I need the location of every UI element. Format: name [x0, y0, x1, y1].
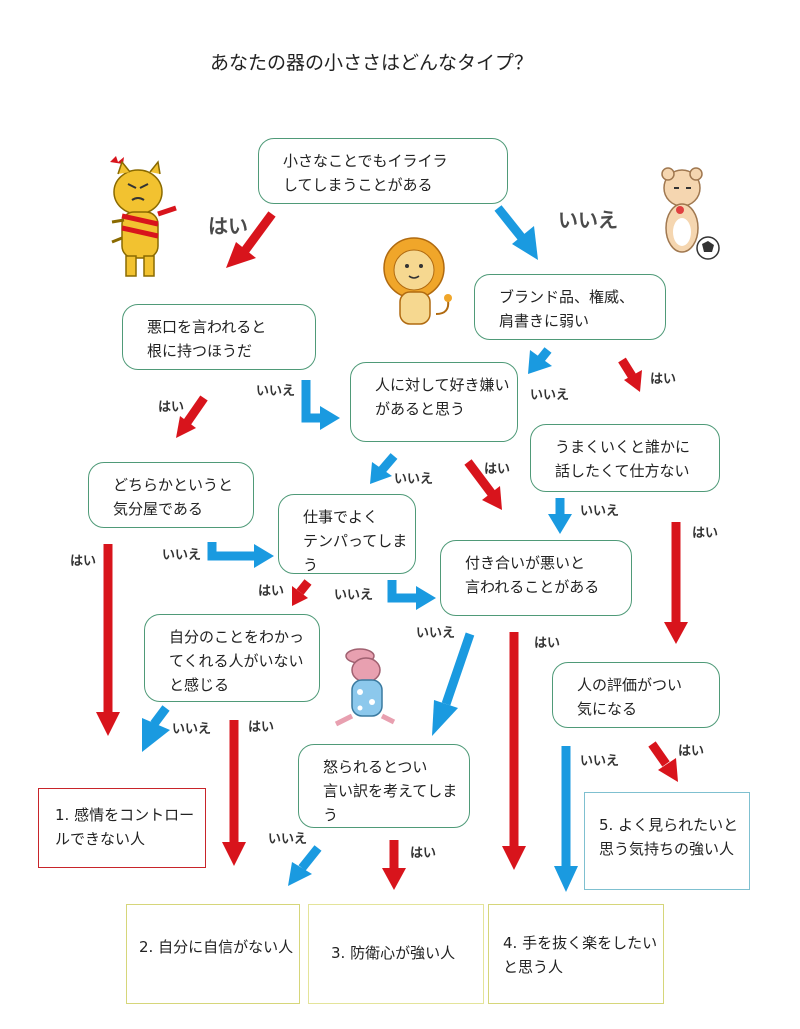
yes-label-q3: はい: [650, 372, 677, 387]
no-arrow-q8: [441, 632, 475, 706]
bear-character: [661, 167, 720, 260]
yes-arrow-q3: [618, 357, 636, 379]
yes-label-q6: はい: [70, 554, 97, 569]
yes-arrow-q2: [182, 395, 208, 427]
yes-label-q10: はい: [678, 744, 705, 759]
question-q3: ブランド品、権威、 肩書きに弱い: [474, 274, 666, 340]
no-label-q10: いいえ: [580, 754, 620, 769]
yes-label-q2: はい: [158, 400, 185, 415]
question-q5: うまくいくと誰かに 話したくて仕方ない: [530, 424, 720, 492]
yes-label-q4: はい: [484, 462, 511, 477]
yes-arrow-q10: [648, 741, 670, 767]
yes-label-q1: はい: [208, 214, 248, 238]
yes-arrow-q7: [296, 579, 312, 595]
no-label-q1: いいえ: [558, 208, 618, 232]
no-label-q5: いいえ: [580, 504, 620, 519]
no-arrow-q1: [494, 205, 526, 241]
result-4: 4. 手を抜く楽をしたい と思う人: [488, 904, 664, 1004]
yes-label-q9: はい: [248, 720, 275, 735]
no-label-q3: いいえ: [530, 388, 570, 403]
question-q6: どちらかというと 気分屋である: [88, 462, 254, 528]
question-q1: 小さなことでもイライラ してしまうことがある: [258, 138, 508, 204]
lion-character: [383, 237, 452, 325]
no-label-q8: いいえ: [416, 626, 456, 641]
no-arrow-q6: [207, 542, 254, 561]
result-3: 3. 防衛心が強い人: [308, 904, 484, 1004]
result-2: 2. 自分に自信がない人: [126, 904, 300, 1004]
yes-label-q5: はい: [692, 526, 719, 541]
page-title: あなたの器の小ささはどんなタイプ？: [210, 52, 534, 74]
yes-label-q7: はい: [258, 584, 285, 599]
question-q9: 自分のことをわかっ てくれる人がいない と感じる: [144, 614, 320, 702]
no-arrow-q7: [387, 580, 416, 603]
no-label-q6: いいえ: [162, 548, 202, 563]
tiger-character: [110, 156, 177, 277]
question-q2: 悪口を言われると 根に持つほうだ: [122, 304, 316, 370]
no-arrow-q2: [301, 380, 326, 423]
yes-arrow-q4: [464, 459, 496, 497]
question-q7: 仕事でよく テンパってしまう: [278, 494, 416, 574]
question-q11: 怒られるとつい 言い訳を考えてしまう: [298, 744, 470, 828]
rabbit-character: [334, 648, 396, 727]
no-arrow-q4: [378, 453, 398, 473]
question-q4: 人に対して好き嫌い があると思う: [350, 362, 518, 442]
no-label-q9: いいえ: [172, 722, 212, 737]
no-label-q11: いいえ: [268, 832, 308, 847]
yes-label-q11: はい: [410, 846, 437, 861]
yes-arrow-q1: [240, 211, 276, 255]
no-arrow-q9: [150, 705, 170, 727]
result-5: 5. よく見られたいと 思う気持ちの強い人: [584, 792, 750, 890]
question-q8: 付き合いが悪いと 言われることがある: [440, 540, 632, 616]
no-arrow-q11: [298, 845, 322, 871]
result-1: 1. 感情をコントロー ルできない人: [38, 788, 206, 868]
no-label-q7: いいえ: [334, 588, 374, 603]
no-label-q2: いいえ: [256, 384, 296, 399]
yes-label-q8: はい: [534, 636, 561, 651]
no-label-q4: いいえ: [394, 472, 434, 487]
question-q10: 人の評価がつい 気になる: [552, 662, 720, 728]
